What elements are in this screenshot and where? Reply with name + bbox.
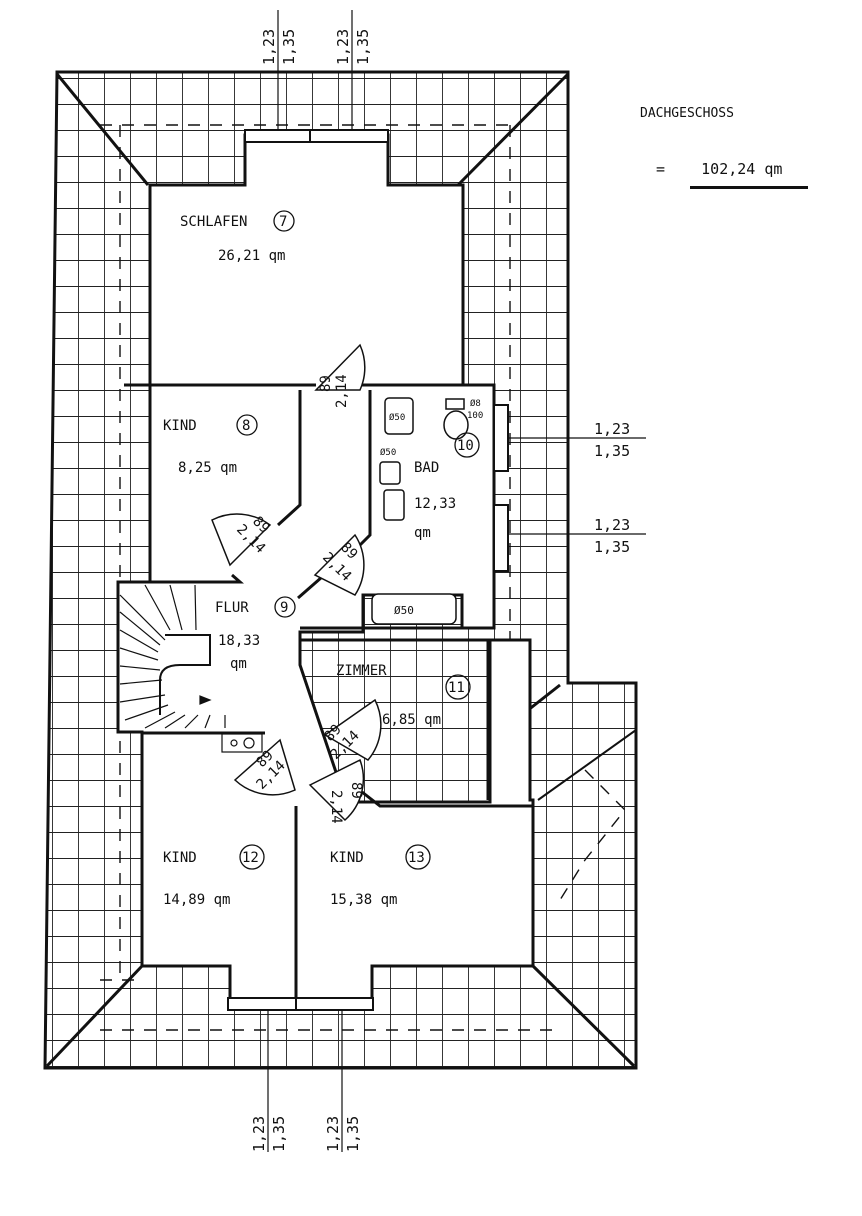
wc bbox=[384, 397, 414, 435]
bath-fixtures bbox=[371, 397, 469, 625]
window-dim-upper: 1,23 bbox=[594, 420, 630, 438]
window-dim-lower: 1,35 bbox=[594, 442, 630, 460]
hip-line bbox=[531, 964, 636, 1068]
window bbox=[227, 997, 374, 1011]
window-dim-upper: 1,23 bbox=[260, 29, 278, 65]
window-dim-lower: 1,35 bbox=[344, 1116, 362, 1152]
fixture-labels: Ø50 Ø8 100 Ø50 Ø50 bbox=[380, 398, 483, 617]
door-swings bbox=[211, 343, 382, 822]
room-area: 8,25 qm bbox=[178, 460, 237, 476]
room-name: BAD bbox=[414, 460, 439, 476]
room-name: KIND bbox=[163, 850, 197, 866]
windows bbox=[227, 129, 509, 1011]
total-underline bbox=[690, 186, 808, 189]
room-area: 15,38 qm bbox=[330, 892, 397, 908]
room-number: 9 bbox=[280, 600, 288, 616]
total-equals: = bbox=[656, 160, 666, 178]
kneewall-line bbox=[100, 124, 626, 1031]
door-width: 89 bbox=[348, 782, 364, 799]
sink bbox=[443, 410, 469, 440]
total-value: 102,24 bbox=[701, 160, 756, 178]
room-labels: SCHLAFEN 7 26,21 qm KIND 8 8,25 qm FLUR … bbox=[163, 210, 480, 908]
room-name: KIND bbox=[163, 418, 197, 434]
chimney bbox=[221, 733, 263, 753]
shower-size-label: 100 bbox=[467, 411, 483, 421]
floor-title: DACHGESCHOSS bbox=[640, 106, 734, 121]
window-dim-lower: 1,35 bbox=[354, 29, 372, 65]
window-dim-upper: 1,23 bbox=[250, 1116, 268, 1152]
room-area: 6,85 qm bbox=[382, 712, 441, 728]
wall bbox=[361, 790, 533, 808]
wall bbox=[150, 573, 244, 584]
window-dim-upper: 1,23 bbox=[334, 29, 352, 65]
room-name: ZIMMER bbox=[336, 663, 387, 679]
door-width: 89 bbox=[318, 375, 334, 392]
window bbox=[493, 404, 509, 472]
room-area: 12,33 bbox=[414, 496, 456, 512]
sink-small bbox=[379, 461, 401, 485]
room-number-circle bbox=[273, 210, 295, 232]
wall bbox=[276, 390, 302, 527]
room-number-circle bbox=[274, 596, 296, 618]
room-area: 14,89 qm bbox=[163, 892, 230, 908]
window-dim-lower: 1,35 bbox=[270, 1116, 288, 1152]
room-name: FLUR bbox=[215, 600, 249, 616]
room-number-circle bbox=[239, 844, 265, 870]
room-name: KIND bbox=[330, 850, 364, 866]
room-number: 10 bbox=[457, 438, 474, 454]
room-number-circle bbox=[445, 674, 471, 700]
window-dimensions: 1,23 1,35 1,23 1,35 1,23 1,35 1,23 1,35 … bbox=[250, 10, 646, 1152]
room-number-circle bbox=[236, 414, 258, 436]
room-name: SCHLAFEN bbox=[180, 214, 247, 230]
door bbox=[211, 513, 272, 567]
window bbox=[493, 504, 509, 572]
window-dim-upper: 1,23 bbox=[324, 1116, 342, 1152]
window-dim-upper: 1,23 bbox=[594, 516, 630, 534]
wall bbox=[300, 638, 490, 800]
staircase bbox=[119, 584, 226, 729]
door bbox=[323, 698, 382, 761]
hip-line bbox=[537, 729, 637, 801]
wall bbox=[297, 575, 323, 600]
door-height: 2,14 bbox=[328, 790, 344, 824]
room-area: 18,33 bbox=[218, 633, 260, 649]
room-unit: qm bbox=[230, 656, 247, 672]
room-number: 12 bbox=[242, 850, 259, 866]
hip-line bbox=[45, 964, 144, 1068]
window-dim-lower: 1,35 bbox=[280, 29, 298, 65]
total-area: = 102,24 qm bbox=[656, 160, 782, 178]
room-number: 11 bbox=[448, 680, 465, 696]
door bbox=[308, 758, 365, 822]
door bbox=[233, 738, 296, 796]
bathtub-label: Ø50 bbox=[394, 604, 414, 617]
total-unit: qm bbox=[764, 160, 783, 178]
room-number: 7 bbox=[279, 214, 287, 230]
door bbox=[314, 343, 366, 391]
shower bbox=[445, 398, 465, 410]
shower-label: Ø8 bbox=[470, 398, 481, 409]
wc-label: Ø50 bbox=[389, 412, 405, 423]
room-number: 8 bbox=[242, 418, 250, 434]
sink-label: Ø50 bbox=[380, 447, 396, 458]
room-number: 13 bbox=[408, 850, 425, 866]
door bbox=[313, 533, 365, 596]
door-height: 2,14 bbox=[334, 374, 350, 408]
room-area: 26,21 qm bbox=[218, 248, 285, 264]
room-number-circle bbox=[454, 432, 480, 458]
window-dim-lower: 1,35 bbox=[594, 538, 630, 556]
bidet bbox=[383, 489, 405, 521]
room-unit: qm bbox=[414, 525, 431, 541]
window bbox=[244, 129, 389, 143]
room-number-circle bbox=[405, 844, 431, 870]
hip-line bbox=[456, 72, 570, 187]
hip-line bbox=[55, 73, 150, 186]
bathtub bbox=[371, 593, 457, 625]
